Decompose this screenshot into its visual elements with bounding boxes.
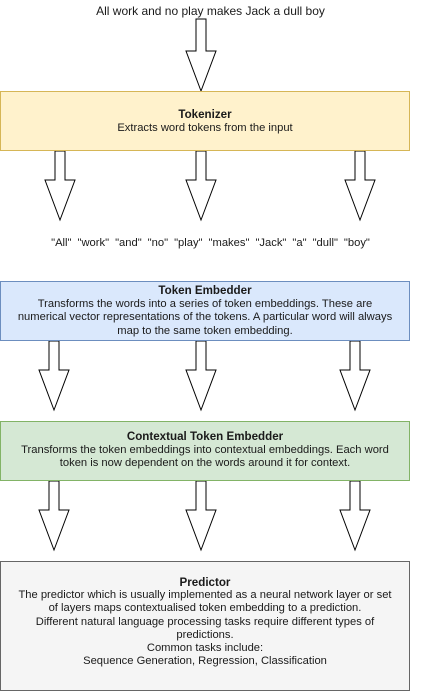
down-arrow-icon: [339, 480, 371, 552]
down-arrow-icon: [185, 150, 217, 222]
down-arrow-icon: [185, 480, 217, 552]
predictor-title: Predictor: [179, 576, 231, 589]
contextual-embedder-box: Contextual Token Embedder Transforms the…: [0, 421, 410, 481]
token: "play": [174, 237, 203, 249]
token-embedder-box: Token Embedder Transforms the words into…: [0, 281, 410, 341]
token: "boy": [343, 237, 370, 249]
predictor-box: Predictor The predictor which is usually…: [0, 561, 410, 691]
down-arrow-icon: [185, 18, 217, 93]
down-arrow-icon: [185, 340, 217, 412]
tokenizer-box: Tokenizer Extracts word tokens from the …: [0, 91, 410, 151]
token: "dull": [312, 237, 338, 249]
token: "and": [115, 237, 142, 249]
token: "work": [77, 237, 110, 249]
down-arrow-icon: [38, 340, 70, 412]
down-arrow-icon: [44, 150, 76, 222]
tokenizer-description: Extracts word tokens from the input: [117, 121, 293, 134]
tokenizer-title: Tokenizer: [178, 108, 232, 121]
token-embedder-title: Token Embedder: [158, 284, 252, 297]
token: "All": [51, 237, 72, 249]
token-embedder-description: Transforms the words into a series of to…: [17, 297, 393, 337]
input-sentence: All work and no play makes Jack a dull b…: [96, 4, 325, 18]
predictor-description: The predictor which is usually implement…: [18, 589, 392, 668]
contextual-embedder-title: Contextual Token Embedder: [126, 430, 284, 443]
down-arrow-icon: [344, 150, 376, 222]
token: "no": [147, 237, 169, 249]
down-arrow-icon: [38, 480, 70, 552]
token: "makes": [208, 237, 250, 249]
contextual-embedder-description: Transforms the token embeddings into con…: [21, 443, 389, 470]
token: "a": [292, 237, 307, 249]
token: "Jack": [255, 237, 287, 249]
token-list: "All" "work" "and" "no" "play" "makes" "…: [0, 236, 421, 250]
down-arrow-icon: [339, 340, 371, 412]
